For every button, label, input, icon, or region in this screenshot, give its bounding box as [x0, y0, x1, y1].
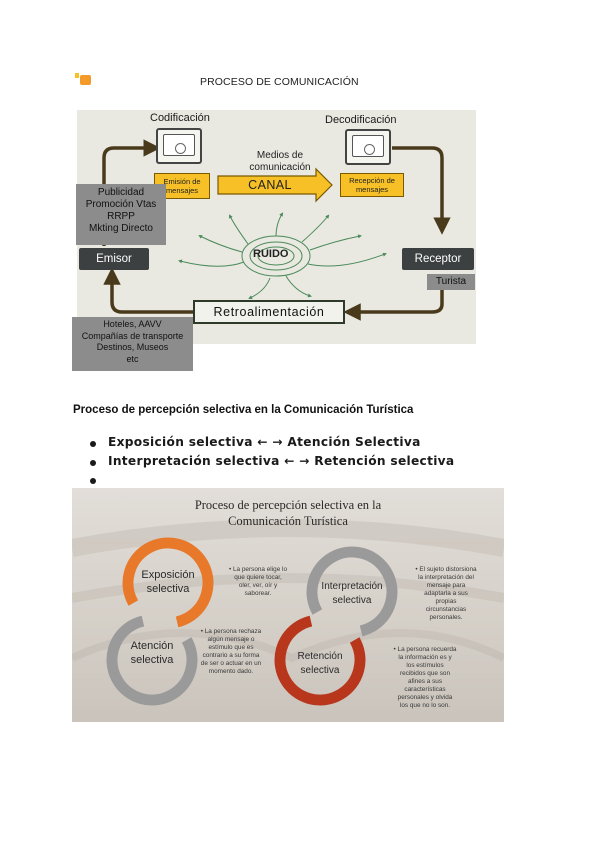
- recepcion-box: Recepción de mensajes: [340, 173, 404, 197]
- decodificacion-label: Decodificación: [325, 114, 397, 126]
- figure-title: PROCESO DE COMUNICACIÓN: [200, 76, 359, 88]
- bridge-background: [72, 488, 504, 722]
- exposicion-ring: [122, 537, 214, 629]
- selective-perception-figure: Proceso de percepción selectiva en la Co…: [72, 488, 504, 722]
- feedback-example: Compañías de transporte: [81, 330, 184, 341]
- ruido-label: RUIDO: [253, 248, 289, 260]
- arrow-retro-to-emisor: [103, 267, 193, 314]
- emisor-example: Mkting Directo: [89, 223, 153, 234]
- emisor-box: Emisor: [79, 248, 149, 270]
- canal-label: CANAL: [248, 178, 292, 192]
- feedback-example: Hoteles, AAVV: [103, 319, 162, 329]
- emisor-examples-box: Publicidad Promoción Vtas RRPP Mkting Di…: [76, 184, 166, 245]
- codificacion-label: Codificación: [150, 112, 210, 124]
- diagram-arrows: [102, 139, 451, 321]
- noise-icon: [178, 212, 387, 299]
- feedback-example: Destinos, Museos: [96, 342, 169, 352]
- feedback-examples-box: Hoteles, AAVV Compañías de transporte De…: [72, 317, 193, 371]
- interpretacion-ring: [306, 546, 398, 638]
- arrow-decodificacion-to-receptor: [392, 146, 451, 235]
- decodificacion-device-icon: [345, 129, 391, 165]
- medios-label: Medios de comunicación: [249, 150, 311, 173]
- figure-title: Proceso de percepción selectiva en la Co…: [194, 498, 382, 528]
- arrow-receptor-to-retro: [343, 290, 444, 321]
- emisor-example: Publicidad: [97, 187, 145, 198]
- canal-arrow: [217, 167, 333, 203]
- codificacion-device-icon: [156, 128, 202, 164]
- emisor-example: Promoción Vtas: [85, 199, 157, 210]
- receptor-box: Receptor: [402, 248, 474, 270]
- list-item: Interpretación selectiva ← → Retención s…: [88, 454, 454, 473]
- section-heading: Proceso de percepción selectiva en la Co…: [73, 404, 414, 416]
- feedback-example: etc: [126, 353, 139, 364]
- list-item: Exposición selectiva ← → Atención Select…: [88, 435, 454, 454]
- bullet-list: Exposición selectiva ← → Atención Select…: [88, 435, 454, 491]
- emisor-example: RRPP: [107, 211, 135, 222]
- logo-icon: [75, 73, 91, 85]
- communication-process-figure: PROCESO DE COMUNICACIÓN: [70, 66, 482, 371]
- retroalimentacion-box: Retroalimentación: [193, 300, 345, 324]
- list-item: [88, 472, 454, 491]
- retencion-ring: [274, 614, 366, 706]
- turista-box: Turista: [427, 274, 475, 290]
- atencion-ring: [106, 614, 198, 706]
- arrow-emisor-to-codificacion: [102, 139, 161, 246]
